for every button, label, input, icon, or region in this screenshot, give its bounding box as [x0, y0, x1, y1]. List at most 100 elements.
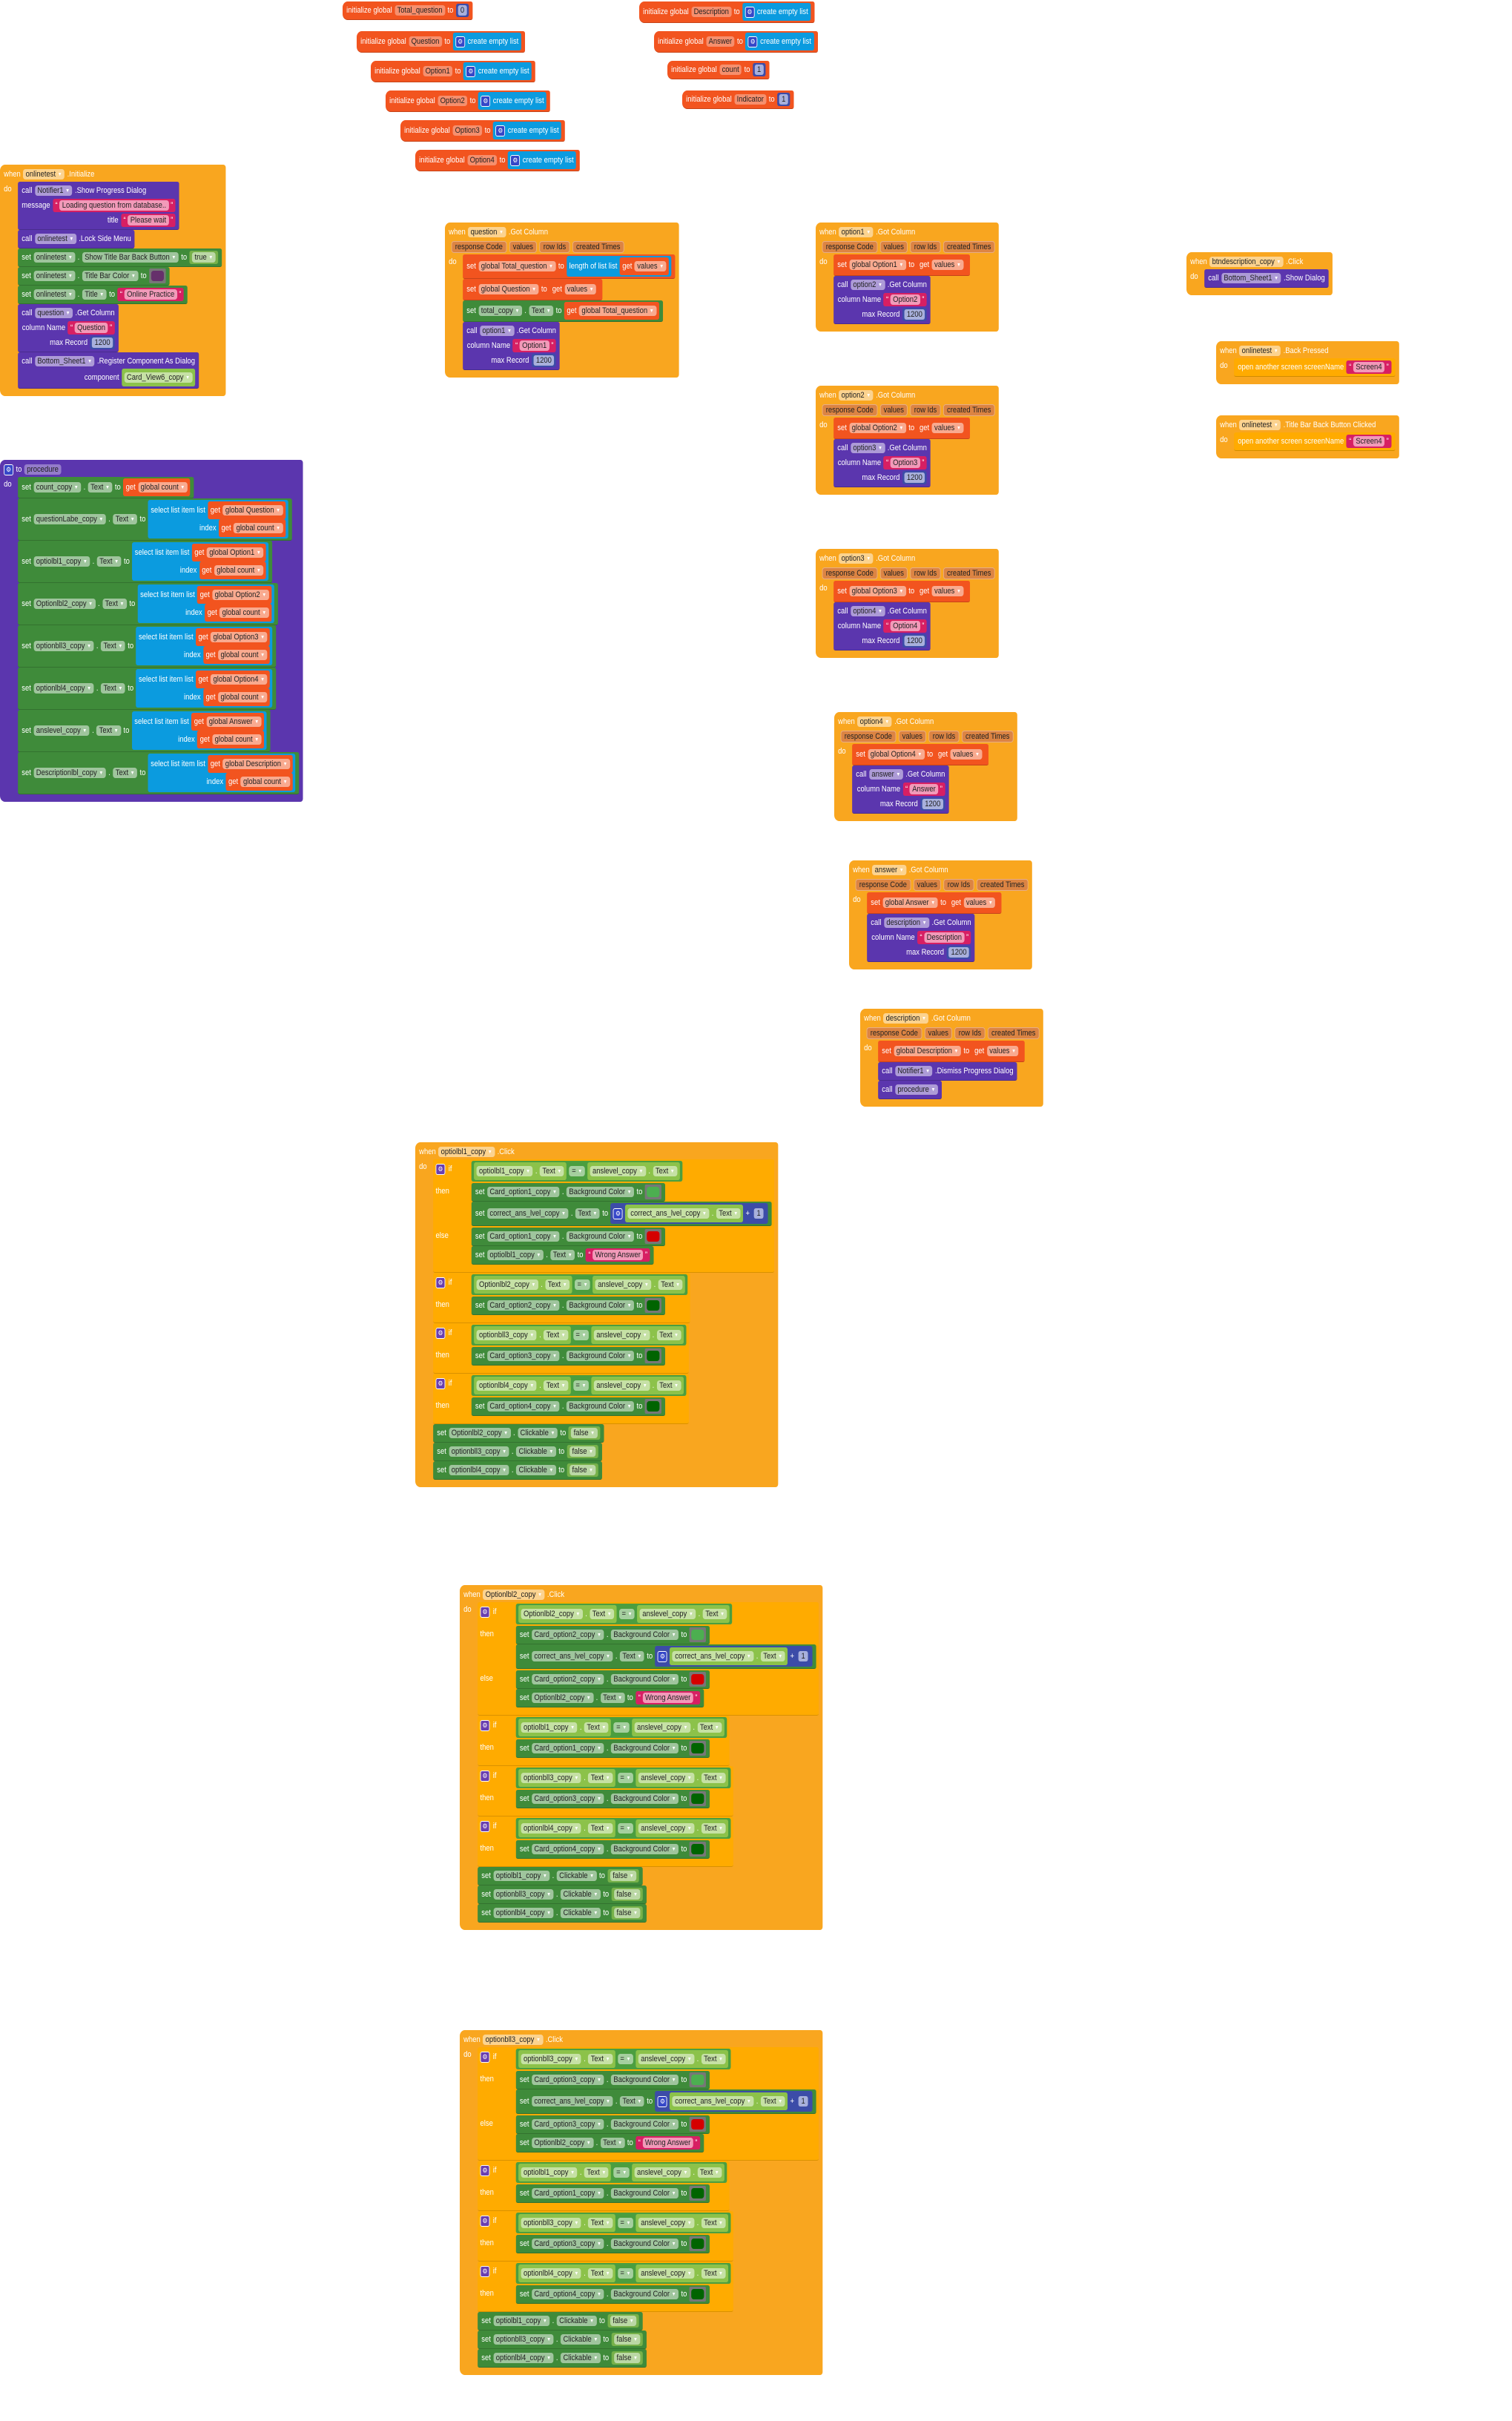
dropdown-field[interactable]: option2▼: [850, 280, 885, 290]
number-value[interactable]: 0: [458, 5, 467, 16]
dropdown-field[interactable]: =▼: [617, 1773, 633, 1783]
dropdown-field[interactable]: Card_option2_copy▼: [486, 1300, 560, 1311]
dropdown-field[interactable]: global count▼: [219, 607, 269, 618]
gear-icon[interactable]: [480, 1820, 490, 1832]
gear-icon[interactable]: [745, 6, 755, 18]
dropdown-field[interactable]: onlinetest▼: [33, 271, 76, 281]
text-string-block[interactable]: Option2: [883, 293, 927, 306]
dropdown-field[interactable]: Background Color▼: [610, 2075, 679, 2085]
dropdown-field[interactable]: global Option3▼: [211, 632, 268, 642]
dropdown-field[interactable]: onlinetest▼: [34, 234, 76, 244]
dropdown-field[interactable]: Text▼: [701, 2218, 726, 2228]
dropdown-field[interactable]: false▼: [614, 1889, 641, 1900]
component-getter-block[interactable]: Optionlbl2_copy▼.Text▼: [518, 1605, 617, 1623]
dropdown-field[interactable]: Text▼: [96, 725, 121, 736]
dropdown-field[interactable]: anslevel_copy▼: [590, 1166, 646, 1176]
dropdown-field[interactable]: Text▼: [588, 2054, 613, 2064]
boolean-block[interactable]: false▼: [567, 1463, 598, 1477]
event-parameter[interactable]: response Code: [822, 404, 878, 416]
name-field[interactable]: Description: [691, 7, 732, 17]
dropdown-field[interactable]: optionlbl4_copy▼: [476, 1380, 537, 1391]
dropdown-field[interactable]: Optionlbl2_copy▼: [531, 2138, 594, 2148]
dropdown-field[interactable]: Text▼: [760, 2096, 785, 2107]
dropdown-field[interactable]: description▼: [883, 1013, 929, 1024]
dropdown-field[interactable]: Background Color▼: [610, 1793, 679, 1804]
dropdown-field[interactable]: values▼: [950, 749, 983, 760]
dropdown-field[interactable]: anslevel_copy▼: [33, 725, 90, 736]
dropdown-field[interactable]: optionbll3_copy▼: [483, 2035, 544, 2045]
event-handler-block[interactable]: whenOptionlbl2_copy▼.ClickdoifOptionlbl2…: [460, 1585, 822, 1930]
dropdown-field[interactable]: onlinetest▼: [33, 289, 76, 300]
dropdown-field[interactable]: Text▼: [656, 1380, 681, 1391]
dropdown-field[interactable]: Title Bar Color▼: [82, 271, 139, 281]
event-parameter[interactable]: row Ids: [954, 1027, 986, 1039]
event-handler-block[interactable]: whenoptionbll3_copy▼.Clickdoifoptionbll3…: [460, 2030, 822, 2375]
text-string-block[interactable]: Option3: [883, 456, 927, 470]
dropdown-field[interactable]: Text▼: [544, 1380, 569, 1391]
dropdown-field[interactable]: Card_option1_copy▼: [531, 1743, 604, 1753]
dropdown-field[interactable]: answer▼: [868, 769, 903, 780]
dropdown-field[interactable]: Text▼: [588, 2268, 613, 2279]
component-getter-block[interactable]: anslevel_copy▼.Text▼: [632, 2164, 724, 2181]
dropdown-field[interactable]: values▼: [931, 260, 964, 270]
color-block[interactable]: [689, 1672, 707, 1687]
dropdown-field[interactable]: Text▼: [539, 1166, 564, 1176]
component-getter-block[interactable]: anslevel_copy▼.Text▼: [635, 2214, 728, 2232]
dropdown-field[interactable]: =▼: [619, 1609, 635, 1619]
boolean-block[interactable]: false▼: [611, 1888, 643, 1901]
dropdown-field[interactable]: global Option1▼: [206, 547, 264, 558]
dropdown-field[interactable]: =▼: [569, 1166, 585, 1176]
event-parameter[interactable]: created Times: [942, 404, 995, 416]
dropdown-field[interactable]: onlinetest▼: [23, 169, 65, 179]
boolean-block[interactable]: false▼: [611, 2351, 643, 2365]
dropdown-field[interactable]: Text▼: [697, 1722, 722, 1733]
dropdown-field[interactable]: optionlbl4_copy▼: [521, 1823, 581, 1834]
dropdown-field[interactable]: =▼: [613, 2167, 630, 2178]
dropdown-field[interactable]: false▼: [614, 2353, 641, 2363]
dropdown-field[interactable]: Background Color▼: [610, 1844, 679, 1854]
dropdown-field[interactable]: Card_option3_copy▼: [486, 1351, 560, 1361]
text-string-block[interactable]: Please wait: [121, 214, 176, 227]
number-block[interactable]: 0: [455, 4, 469, 17]
dropdown-field[interactable]: Text▼: [113, 768, 138, 778]
dropdown-field[interactable]: Clickable▼: [516, 1446, 556, 1457]
dropdown-field[interactable]: Card_option1_copy▼: [531, 2188, 604, 2198]
component-getter-block[interactable]: anslevel_copy▼.Text▼: [635, 2264, 728, 2282]
dropdown-field[interactable]: option1▼: [839, 227, 874, 237]
list-block[interactable]: create empty list: [452, 33, 521, 50]
dropdown-field[interactable]: Text▼: [588, 1823, 613, 1834]
text-value[interactable]: Question: [74, 323, 108, 333]
text-string-block[interactable]: Screen4: [1346, 435, 1392, 448]
dropdown-field[interactable]: Background Color▼: [610, 2289, 679, 2299]
dropdown-field[interactable]: anslevel_copy▼: [593, 1380, 650, 1391]
dropdown-field[interactable]: Optionlbl2_copy▼: [33, 599, 96, 609]
event-block[interactable]: whenoptiolbl1_copy▼.Clickdoifoptiolbl1_c…: [415, 1142, 778, 1487]
event-block[interactable]: whenoptionbll3_copy▼.Clickdoifoptionbll3…: [460, 2030, 822, 2375]
dropdown-field[interactable]: total_copy▼: [478, 306, 522, 316]
dropdown-field[interactable]: optionbll3_copy▼: [33, 641, 94, 651]
dropdown-field[interactable]: global Option1▼: [849, 260, 906, 270]
event-parameter[interactable]: created Times: [987, 1027, 1040, 1039]
compare-block[interactable]: optiolbl1_copy▼.Text▼=▼anslevel_copy▼.Te…: [515, 2162, 727, 2183]
gear-icon[interactable]: [435, 1377, 446, 1389]
